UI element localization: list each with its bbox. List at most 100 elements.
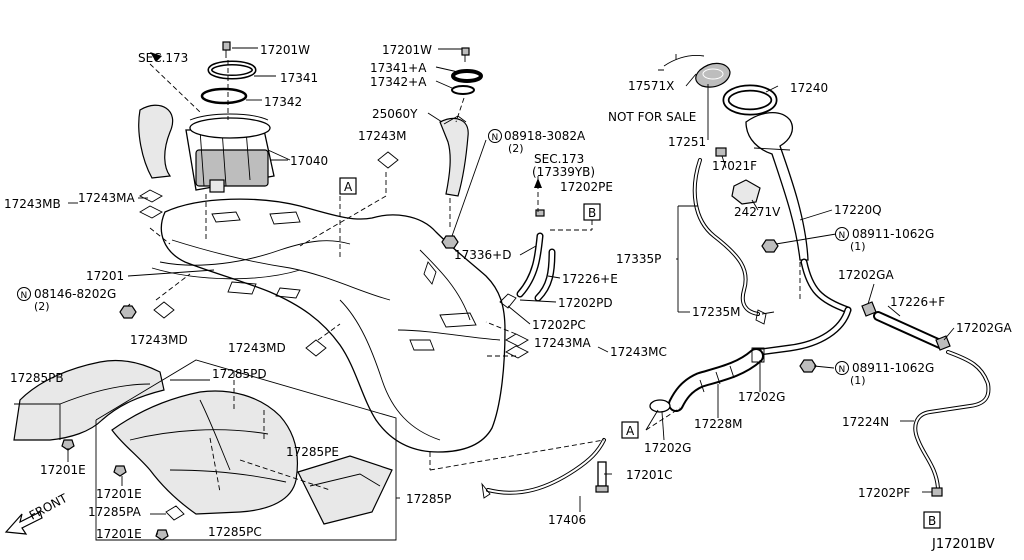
bolt-17201w-top bbox=[222, 41, 231, 58]
sec173-arrow-b bbox=[534, 178, 542, 188]
label-front: FRONT bbox=[27, 491, 70, 523]
clamp-17202ga-b bbox=[935, 335, 951, 351]
label-24271v: 24271V bbox=[734, 205, 781, 219]
fuel-tank-17201 bbox=[151, 198, 506, 453]
svg-text:N: N bbox=[21, 291, 28, 301]
label-17202pd: 17202PD bbox=[558, 296, 613, 310]
hose-17226f bbox=[873, 311, 945, 349]
ring-17341a bbox=[451, 69, 483, 83]
box-marker-b-lower-text: B bbox=[928, 514, 936, 528]
nut-08911-a bbox=[761, 239, 779, 253]
insulator-17243mb bbox=[139, 205, 163, 219]
label-17571x: 17571X bbox=[628, 79, 674, 93]
label-17201e-a: 17201E bbox=[40, 463, 86, 477]
label-08911-a-qty: (1) bbox=[850, 240, 866, 253]
label-08146: 08146-8202G bbox=[34, 287, 116, 301]
label-17342a: 17342+A bbox=[370, 75, 427, 89]
filler-hose-17228m bbox=[668, 348, 764, 412]
bolt-17201c bbox=[595, 461, 609, 493]
label-17201c: 17201C bbox=[626, 468, 673, 482]
clamp-17202g-b bbox=[649, 399, 671, 413]
bolt-17201e-a bbox=[61, 439, 75, 451]
clip-17285pa bbox=[165, 505, 185, 521]
box-marker-b-upper-text: B bbox=[588, 206, 596, 220]
label-17202pc: 17202PC bbox=[532, 318, 586, 332]
clip-17202pd bbox=[499, 293, 517, 309]
label-17202ga-a: 17202GA bbox=[838, 268, 894, 282]
phantom-lines bbox=[149, 60, 801, 493]
label-17040: 17040 bbox=[290, 154, 328, 168]
nut-08911-b bbox=[799, 359, 817, 373]
heat-shield-17285pe bbox=[297, 455, 393, 525]
label-08911-b: 08911-1062G bbox=[852, 361, 934, 375]
label-17285pb: 17285PB bbox=[10, 371, 64, 385]
ring-17341 bbox=[207, 60, 257, 80]
leader-lines bbox=[67, 47, 955, 535]
label-17202ga-b: 17202GA bbox=[956, 321, 1012, 335]
n-symbol-08146: N bbox=[17, 287, 31, 301]
nut-08146 bbox=[119, 305, 137, 319]
box-marker-a-upper: A bbox=[339, 177, 357, 195]
label-17285pc: 17285PC bbox=[208, 525, 262, 539]
front-arrow-icon bbox=[4, 511, 43, 535]
label-17201w-right: 17201W bbox=[382, 43, 432, 57]
label-17226f: 17226+F bbox=[890, 295, 945, 309]
label-17243md-mid: 17243MD bbox=[228, 341, 286, 355]
filler-cap-17251 bbox=[695, 62, 731, 88]
hose-17226e bbox=[534, 248, 556, 302]
clip-17202pe bbox=[535, 209, 545, 217]
fuel-sender-25060y bbox=[439, 115, 469, 197]
valve-17235m bbox=[755, 309, 767, 325]
label-17243ma-right: 17243MA bbox=[534, 336, 592, 350]
label-08918-qty: (2) bbox=[508, 142, 524, 155]
label-17240: 17240 bbox=[790, 81, 828, 95]
label-17021f: 17021F bbox=[712, 159, 757, 173]
bolt-17201w-right bbox=[461, 47, 470, 62]
label-17202pe: 17202PE bbox=[560, 180, 613, 194]
filler-neck-17220q bbox=[745, 112, 852, 356]
insulator-17243m bbox=[377, 151, 399, 169]
bolt-17201e-b bbox=[113, 465, 127, 477]
label-17243m: 17243M bbox=[358, 129, 407, 143]
filler-ring-17240 bbox=[722, 84, 778, 116]
label-17228m: 17228M bbox=[694, 417, 743, 431]
n-symbol-08911-b: N bbox=[835, 361, 849, 375]
insulator-17243ma-right bbox=[505, 333, 529, 347]
label-17406: 17406 bbox=[548, 513, 586, 527]
insulator-17243md-mid bbox=[305, 339, 327, 357]
heat-shield-17285pb bbox=[13, 359, 165, 441]
label-17243mc: 17243MC bbox=[610, 345, 667, 359]
clamp-17202g-a bbox=[751, 347, 765, 363]
box-marker-a-lower-text: A bbox=[626, 424, 635, 438]
box-marker-b-lower: B bbox=[923, 511, 941, 529]
fuel-pump-module-17040 bbox=[138, 104, 291, 193]
gasket-17342a bbox=[451, 85, 475, 95]
label-17251: 17251 bbox=[668, 135, 706, 149]
n-symbol-08918: N bbox=[488, 129, 502, 143]
label-17285p: 17285P bbox=[406, 492, 451, 506]
label-25060y: 25060Y bbox=[372, 107, 418, 121]
label-17243md-left: 17243MD bbox=[130, 333, 188, 347]
label-17201: 17201 bbox=[86, 269, 124, 283]
box-marker-b-upper: B bbox=[583, 203, 601, 221]
label-17285pa: 17285PA bbox=[88, 505, 142, 519]
label-17220q: 17220Q bbox=[834, 203, 882, 217]
nut-08918 bbox=[441, 235, 459, 249]
clip-17202pf bbox=[931, 487, 943, 497]
note-sec173-b: SEC.173 bbox=[534, 152, 584, 166]
label-17342: 17342 bbox=[264, 95, 302, 109]
tank-strap-17406 bbox=[481, 438, 606, 499]
note-not-for-sale: NOT FOR SALE bbox=[608, 110, 696, 124]
vent-tube-17335p bbox=[692, 158, 760, 316]
label-17341a: 17341+A bbox=[370, 61, 427, 75]
note-sec173-b-sub: (17339YB) bbox=[532, 165, 595, 179]
svg-text:N: N bbox=[492, 133, 499, 143]
diagram-id: J17201BV bbox=[931, 537, 995, 552]
svg-text:N: N bbox=[839, 231, 846, 241]
label-17243mb: 17243MB bbox=[4, 197, 61, 211]
part-labels: SEC.173 17201W 17341 17342 17040 17201W … bbox=[4, 43, 1012, 552]
bolt-17201e-c bbox=[155, 529, 169, 541]
insulator-17243ma-top bbox=[139, 189, 163, 203]
